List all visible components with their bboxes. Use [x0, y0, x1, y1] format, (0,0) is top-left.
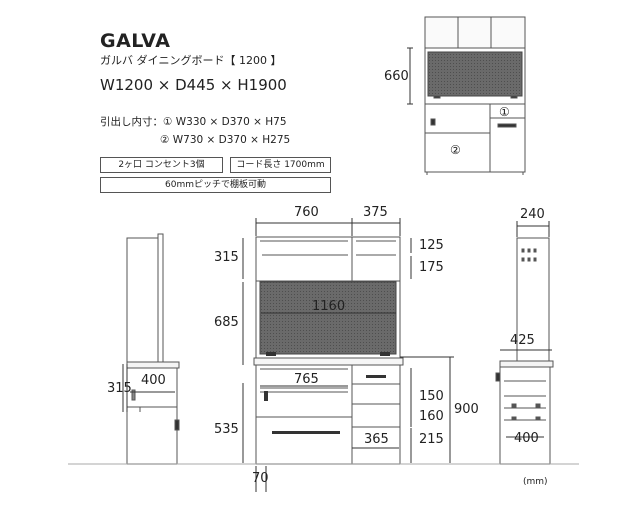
product-name: GALVA	[100, 30, 171, 52]
left-side-dim-lines	[122, 364, 175, 412]
right-width-240: 240	[520, 207, 545, 222]
front-height-125: 125	[419, 238, 444, 253]
front-height-215: 215	[419, 432, 444, 447]
front-height-150: 150	[419, 389, 444, 404]
drawer2-spec: ② W730 × D370 × H275	[160, 134, 291, 146]
left-height-315: 315	[107, 381, 132, 396]
drawer-label: 引出し内寸：① W330 × D370 × H75	[100, 114, 287, 129]
unit-label: (mm)	[523, 477, 548, 487]
front-width-365: 365	[364, 432, 389, 447]
right-width-425: 425	[510, 333, 535, 348]
front-width-1160: 1160	[312, 299, 346, 314]
drawer1-spec: ① W330 × D370 × H75	[163, 116, 287, 128]
front-view-dim-lines	[242, 218, 454, 492]
front-foot-70: 70	[252, 471, 269, 486]
left-width-400: 400	[141, 373, 166, 388]
front-width-760: 760	[294, 205, 319, 220]
shelf-tag: 60mmピッチで棚板可動	[100, 177, 331, 193]
thumb-height-660: 660	[384, 69, 409, 84]
cord-tag: コード長さ 1700mm	[230, 157, 331, 173]
right-width-400: 400	[514, 431, 539, 446]
front-view	[253, 236, 404, 465]
outlet-tag: 2ヶ口 コンセント3個	[100, 157, 223, 173]
front-width-765: 765	[294, 372, 319, 387]
left-side-view	[126, 233, 180, 465]
front-height-160: 160	[419, 409, 444, 424]
product-subtitle: ガルバ ダイニングボード【 1200 】	[100, 54, 282, 67]
product-dimensions: W1200 × D445 × H1900	[100, 76, 287, 94]
front-height-535: 535	[214, 422, 239, 437]
front-height-900: 900	[454, 402, 479, 417]
thumbnail-front-view	[407, 16, 526, 175]
right-side-dim-lines	[500, 221, 552, 438]
front-height-315: 315	[214, 250, 239, 265]
front-height-685: 685	[214, 315, 239, 330]
drawer-label-text: 引出し内寸：	[100, 116, 163, 128]
thumb-marker-2: ②	[450, 143, 461, 157]
front-height-175: 175	[419, 260, 444, 275]
front-width-375: 375	[363, 205, 388, 220]
thumb-marker-1: ①	[499, 105, 510, 119]
